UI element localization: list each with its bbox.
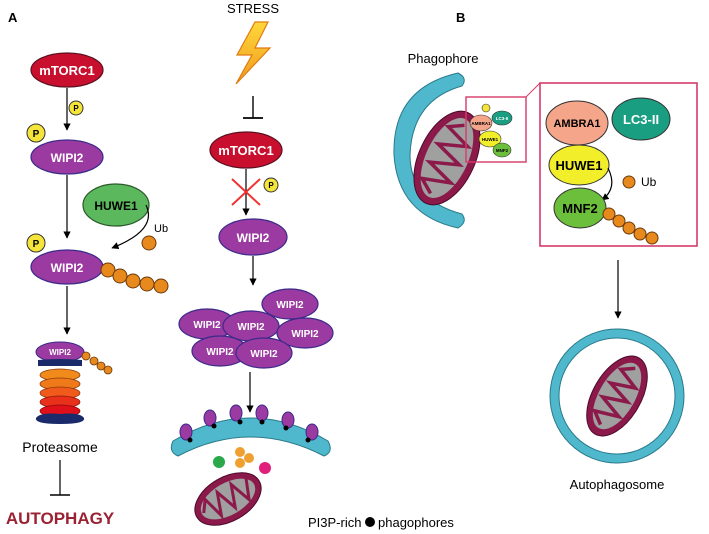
block-cross-icon: [231, 178, 261, 206]
svg-text:HUWE1: HUWE1: [482, 137, 499, 142]
pi3p-dots: [187, 419, 311, 443]
mnf2-node: MNF2: [553, 187, 607, 229]
svg-text:P: P: [33, 129, 40, 140]
panel-b-label: B: [456, 10, 465, 25]
ub-label-left: Ub: [154, 223, 168, 235]
ub-label-b: Ub: [641, 175, 657, 189]
svg-text:HUWE1: HUWE1: [94, 199, 138, 213]
wipi2-cluster: [178, 288, 334, 369]
lc3-node: LC3-II: [611, 97, 671, 141]
mtorc1-node-right: mTORC1: [209, 131, 283, 169]
ub-chain-b: [602, 207, 659, 245]
wipi2-puncta: [179, 404, 319, 441]
phosphate-icon: P: [68, 100, 84, 116]
svg-text:HUWE1: HUWE1: [556, 158, 603, 173]
phagophores-label: PI3P-rich: [308, 515, 361, 530]
proteasome-label: Proteasome: [22, 439, 98, 455]
pi3p-dot-legend-icon: [365, 517, 375, 527]
svg-text:AMBRA1: AMBRA1: [471, 121, 491, 126]
proteasome-icon: WIPI2: [35, 341, 113, 424]
wipi2-cluster-label: WIPI2: [250, 349, 278, 360]
svg-text:mTORC1: mTORC1: [218, 143, 273, 158]
svg-text:AMBRA1: AMBRA1: [553, 118, 600, 130]
svg-text:P: P: [73, 104, 79, 113]
stress-bolt-icon: [235, 21, 272, 85]
huwe1-node-yellow: HUWE1: [548, 144, 610, 186]
panel-a-label: A: [8, 10, 18, 25]
autophagosome-icon: [549, 328, 685, 464]
autophagosome-label: Autophagosome: [570, 477, 665, 492]
svg-text:MNF2: MNF2: [562, 201, 597, 216]
svg-text:P: P: [268, 181, 274, 190]
ambra1-node: AMBRA1: [545, 100, 609, 146]
zoom-connector: [525, 82, 541, 98]
phagophore-label: Phagophore: [408, 51, 479, 66]
wipi2-cluster-label: WIPI2: [206, 347, 234, 358]
ub-chain: [100, 262, 169, 294]
zoom-box-small: [465, 96, 527, 163]
wipi2-cluster-label: WIPI2: [237, 322, 265, 333]
phosphate-icon: P: [26, 123, 46, 143]
arrow-ubiquitination-b: [601, 167, 613, 201]
svg-text:P: P: [33, 239, 40, 250]
ub-icon: [622, 175, 636, 189]
cargo-dots: [213, 447, 271, 474]
arrow-ubiquitination: [111, 204, 150, 249]
svg-text:LC3-II: LC3-II: [623, 112, 659, 127]
mitochondrion-a: [194, 472, 262, 526]
phosphate-icon: P: [263, 177, 279, 193]
svg-text:WIPI2: WIPI2: [51, 261, 84, 275]
wipi2-node-phospho: WIPI2: [30, 139, 104, 175]
autophagy-label: AUTOPHAGY: [6, 509, 115, 528]
huwe1-node-green: HUWE1: [82, 183, 150, 227]
wipi2-cluster-label: WIPI2: [193, 320, 221, 331]
svg-text:WIPI2: WIPI2: [49, 348, 71, 357]
wipi2-cluster-label: WIPI2: [276, 300, 304, 311]
phosphate-icon: P: [26, 233, 46, 253]
ub-icon: [141, 235, 157, 251]
phagophores-suffix: phagophores: [378, 515, 454, 530]
small-complex: AMBRA1 LC3-II HUWE1 MNF2: [469, 103, 513, 158]
mtorc1-label-left: mTORC1: [39, 63, 94, 78]
zoom-box-large: [539, 82, 698, 247]
wipi2-node-ubiquitinated: WIPI2: [30, 249, 104, 285]
mitochondrion-b: [413, 110, 481, 206]
wipi2-cluster-label: WIPI2: [291, 329, 319, 340]
svg-text:MNF2: MNF2: [496, 148, 509, 153]
stress-label: STRESS: [227, 1, 279, 16]
svg-text:WIPI2: WIPI2: [237, 231, 270, 245]
svg-text:LC3-II: LC3-II: [496, 116, 509, 121]
wipi2-node-unphospho: WIPI2: [218, 218, 288, 256]
mtorc1-node-left: mTORC1: [30, 52, 104, 88]
svg-text:WIPI2: WIPI2: [51, 151, 84, 165]
phagophore-membrane-b: [393, 72, 465, 229]
